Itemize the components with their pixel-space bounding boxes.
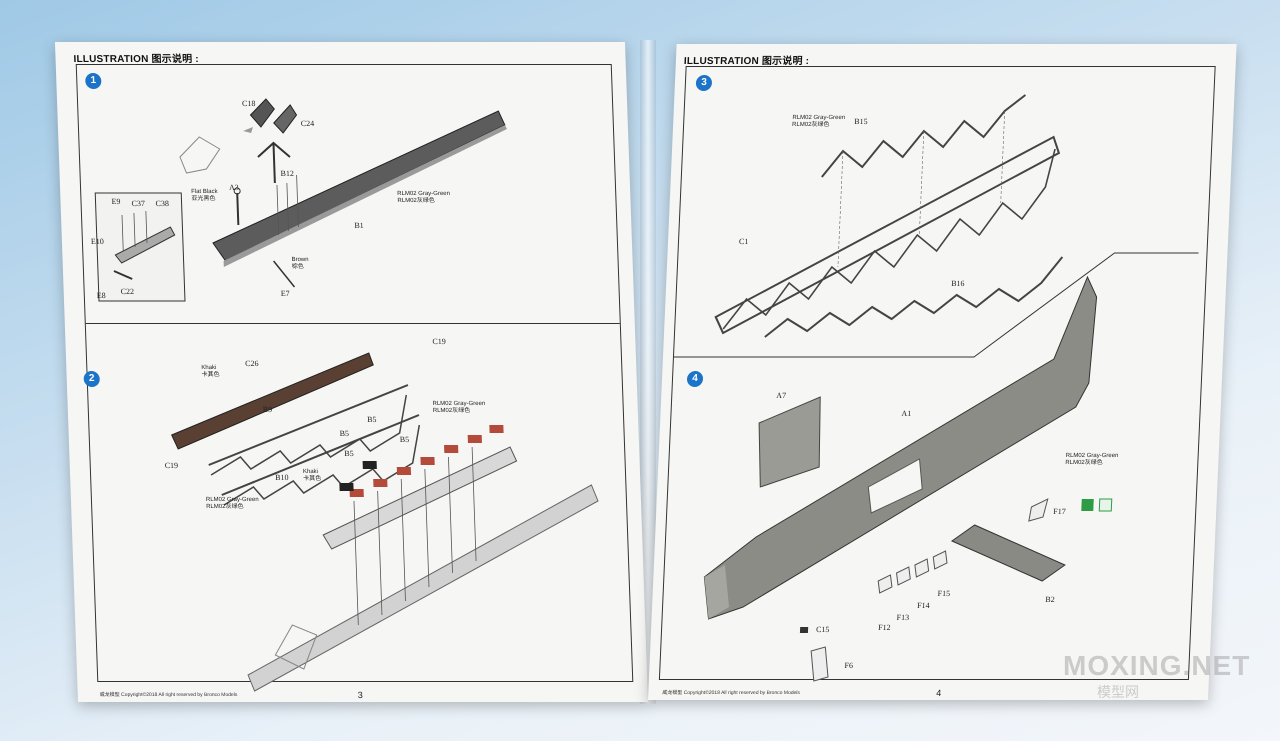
- watermark: MOXING.NET: [1063, 650, 1251, 681]
- right-page-frame: 3 B15 C1 B16 RLM02 Gray-Green RLM02灰绿色 4: [658, 66, 1216, 682]
- color-callout-rlm02-step2-top: RLM02 Gray-Green RLM02灰绿色: [432, 401, 485, 415]
- left-page-frame: 1: [75, 64, 634, 692]
- step-4-illustration: [703, 275, 1113, 682]
- color-callout-khaki-2: Khaki 卡其色: [303, 469, 322, 483]
- rlm02-label-cn: RLM02灰绿色: [206, 504, 244, 510]
- step-2-illustration: [171, 352, 599, 692]
- right-page-number: 4: [936, 688, 942, 698]
- khaki-label-cn: 卡其色: [303, 476, 322, 482]
- left-page-footer: 威龙模型 Copyright©2018 All right reserved b…: [99, 692, 238, 698]
- label-c19-left: C19: [164, 461, 179, 470]
- label-f6: F6: [844, 661, 854, 670]
- color-callout-rlm02-step2-bottom: RLM02 Gray-Green RLM02灰绿色: [206, 497, 259, 511]
- label-b5-1: B5: [339, 429, 350, 438]
- label-b5-3: B5: [344, 449, 354, 458]
- left-page: ILLUSTRATION 图示说明 : 1: [54, 42, 649, 702]
- khaki-label-cn: 卡其色: [201, 372, 220, 378]
- label-f15: F15: [937, 589, 951, 598]
- step-3-4-divider: [673, 252, 1199, 358]
- label-b5-2: B5: [366, 415, 377, 424]
- book-spine: [640, 40, 656, 704]
- rlm02-label-cn: RLM02灰绿色: [1065, 460, 1103, 466]
- label-f13: F13: [896, 613, 910, 622]
- color-callout-rlm02-step4: RLM02 Gray-Green RLM02灰绿色: [1065, 453, 1118, 467]
- right-page-footer: 威龙模型 Copyright©2018 All right reserved b…: [662, 690, 801, 696]
- label-c15: C15: [815, 625, 830, 634]
- right-page-header: ILLUSTRATION 图示说明 :: [683, 56, 810, 67]
- rlm02-label: RLM02 Gray-Green: [432, 401, 486, 407]
- label-b2: B2: [1045, 595, 1055, 604]
- label-b10: B10: [275, 473, 289, 482]
- step-3-illustration: [714, 94, 1064, 338]
- label-b9: B9: [262, 405, 273, 414]
- rlm02-label-cn: RLM02灰绿色: [432, 408, 471, 414]
- label-a7: A7: [776, 391, 787, 400]
- khaki-label: Khaki: [201, 365, 217, 371]
- watermark-cn: 模型网: [1097, 684, 1139, 700]
- label-c26: C26: [245, 359, 259, 368]
- rlm02-label: RLM02 Gray-Green: [205, 497, 259, 503]
- label-f14: F14: [916, 601, 930, 610]
- label-b5-4: B5: [399, 435, 410, 444]
- khaki-label: Khaki: [302, 469, 319, 475]
- rlm02-label: RLM02 Gray-Green: [1065, 453, 1119, 459]
- left-page-header: ILLUSTRATION 图示说明 :: [73, 54, 200, 65]
- left-page-number: 3: [357, 690, 363, 700]
- label-f17: F17: [1053, 507, 1066, 516]
- label-c19-right: C19: [432, 337, 446, 346]
- step-1-illustration: [94, 98, 507, 302]
- right-page: ILLUSTRATION 图示说明 : 3 B15 C1 B16 RLM02 G…: [648, 44, 1237, 700]
- color-callout-khaki-1: Khaki 卡其色: [201, 365, 220, 379]
- label-a1: A1: [901, 409, 912, 418]
- label-f12: F12: [877, 623, 891, 632]
